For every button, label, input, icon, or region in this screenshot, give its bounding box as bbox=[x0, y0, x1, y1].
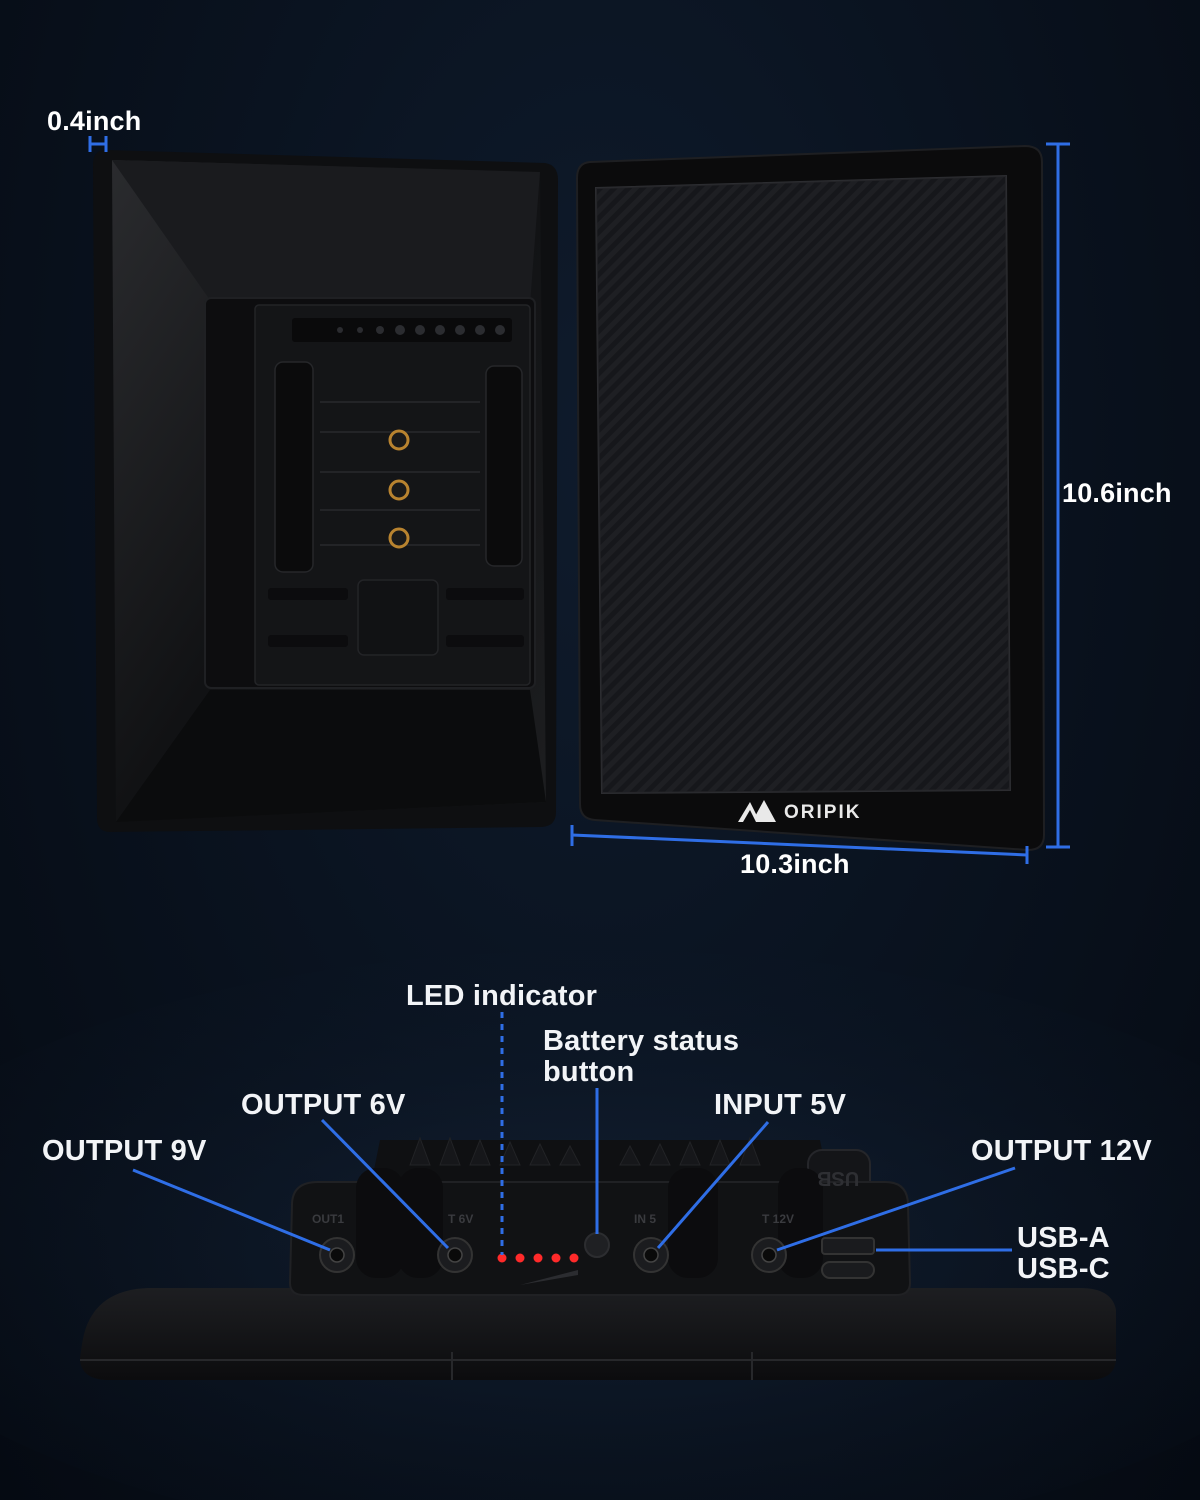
led-dot bbox=[533, 1253, 543, 1263]
output-6v-callout: OUTPUT 6V bbox=[241, 1089, 406, 1121]
port-label-12v: T 12V bbox=[762, 1212, 795, 1226]
port-label-6v: T 6V bbox=[448, 1212, 474, 1226]
battery-status-line2: button bbox=[543, 1056, 635, 1088]
output-9v-callout: OUTPUT 9V bbox=[42, 1135, 207, 1167]
battery-box-device bbox=[80, 1136, 1116, 1380]
thickness-label: 0.4inch bbox=[47, 106, 142, 136]
panel-front-view bbox=[575, 144, 1046, 852]
input-5v-callout: INPUT 5V bbox=[714, 1089, 847, 1121]
callout-leader-lines bbox=[132, 1012, 1016, 1255]
usb-a-port bbox=[821, 1237, 875, 1255]
usb-c-port bbox=[821, 1261, 875, 1279]
brand-logo-icon bbox=[738, 800, 776, 822]
dc-port-12v bbox=[751, 1237, 787, 1273]
led-dot bbox=[515, 1253, 525, 1263]
battery-status-callout: Battery status button bbox=[543, 1026, 783, 1088]
usb-c-callout: USB-C bbox=[1017, 1253, 1110, 1285]
port-label-out1: OUT1 bbox=[312, 1212, 345, 1226]
brand-logo-text: ORIPIK bbox=[784, 802, 862, 823]
usb-emboss: USB bbox=[817, 1167, 860, 1189]
battery-status-line1: Battery status bbox=[543, 1025, 740, 1057]
battery-status-button bbox=[584, 1232, 610, 1258]
usb-a-callout: USB-A bbox=[1017, 1222, 1110, 1254]
output-12v-callout: OUTPUT 12V bbox=[971, 1135, 1152, 1167]
dimension-lines bbox=[88, 136, 1070, 864]
solar-cell-surface bbox=[594, 174, 1012, 795]
brass-screws bbox=[388, 429, 410, 549]
height-label: 10.6inch bbox=[1062, 478, 1172, 508]
led-indicator-callout: LED indicator bbox=[406, 980, 598, 1012]
led-dot bbox=[569, 1253, 579, 1263]
led-dot bbox=[551, 1253, 561, 1263]
led-dot bbox=[497, 1253, 507, 1263]
panel-back-view bbox=[93, 150, 558, 832]
port-label-in5: IN 5 bbox=[634, 1212, 657, 1226]
dc-port-9v bbox=[319, 1237, 355, 1273]
led-indicator-lights bbox=[497, 1253, 579, 1263]
width-label: 10.3inch bbox=[740, 849, 850, 879]
mounting-bracket bbox=[204, 297, 536, 689]
